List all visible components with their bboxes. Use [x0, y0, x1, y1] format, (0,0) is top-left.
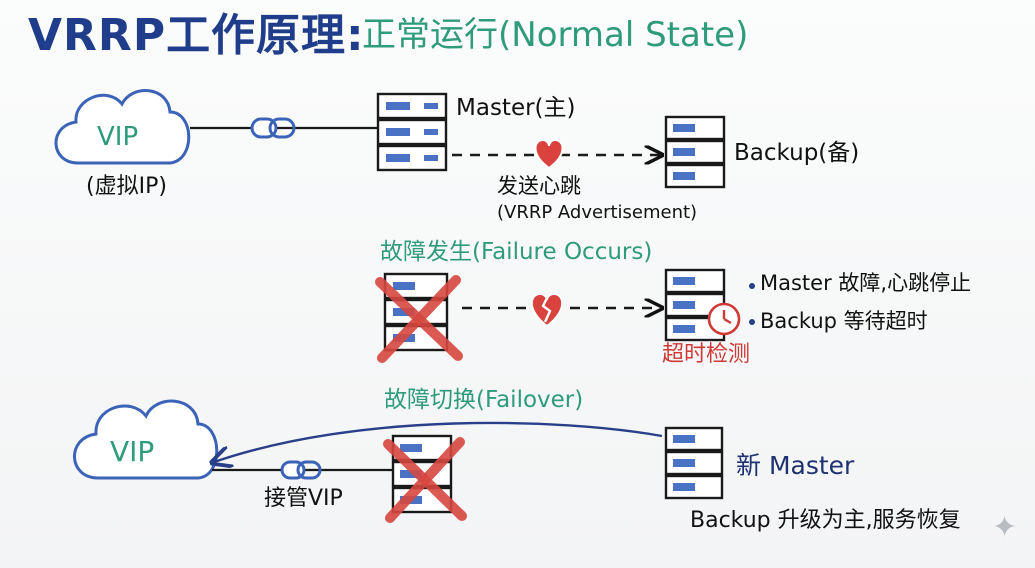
backup-label: Backup(备): [734, 140, 860, 166]
master-server-icon: [376, 92, 448, 172]
bullet-dot: [749, 283, 755, 289]
failure-heading: 故障发生(Failure Occurs): [380, 239, 653, 265]
new-master-server-icon: [664, 426, 724, 500]
takeover-chain-link-icon: [280, 460, 322, 480]
heartbeat-sub-label: (VRRP Advertisement): [497, 202, 698, 223]
backup-server-icon: [664, 115, 726, 189]
heart-icon: [534, 138, 564, 170]
page-title: VRRP工作原理:: [28, 10, 365, 61]
waiting-backup-server-icon: [664, 268, 726, 342]
bullet-dot: [749, 319, 755, 325]
failure-bullet-2: Backup 等待超时: [760, 309, 928, 333]
vip-label: VIP: [97, 122, 139, 152]
failover-vip-label: VIP: [110, 435, 155, 468]
chain-link-icon: [250, 117, 296, 139]
clock-icon: [707, 302, 741, 336]
dead-red-x-icon: [383, 437, 467, 523]
sparkle-icon: ✦: [992, 510, 1018, 545]
heartbeat-label: 发送心跳: [497, 174, 581, 198]
broken-heart-icon: [530, 292, 564, 328]
timeout-label: 超时检测: [662, 342, 751, 367]
new-master-label: 新 Master: [736, 451, 855, 480]
page-subtitle: 正常运行(Normal State): [362, 15, 749, 55]
failover-vip-cloud-icon: [73, 399, 219, 480]
failover-heading: 故障切换(Failover): [384, 387, 584, 413]
vip-cloud-icon: [54, 89, 191, 165]
master-label: Master(主): [456, 95, 576, 121]
failover-result-text: Backup 升级为主,服务恢复: [690, 508, 961, 533]
takeover-label: 接管VIP: [264, 486, 343, 511]
failover-arc-arrow: [214, 421, 663, 462]
vip-caption: (虚拟IP): [86, 174, 167, 199]
red-x-icon: [375, 275, 463, 363]
failure-bullet-1: Master 故障,心跳停止: [760, 271, 972, 295]
